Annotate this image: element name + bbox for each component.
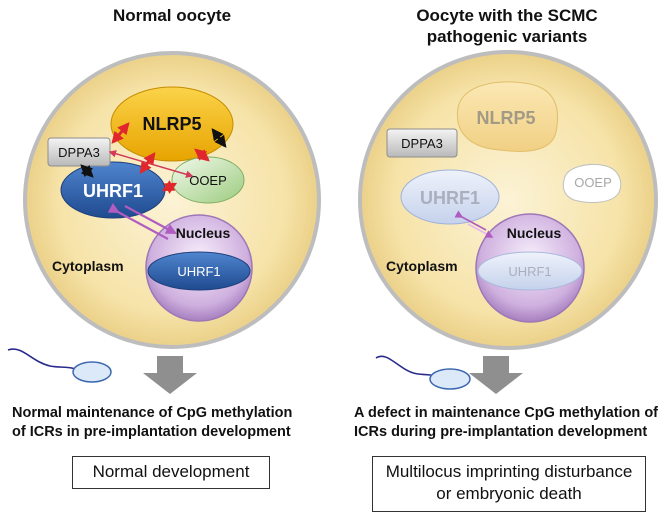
right-uhrf1: [400, 169, 500, 225]
right-ooep-label: OOEP: [574, 175, 612, 190]
left-dppa3-nlrp5-arrow: [111, 122, 130, 144]
right-title: Oocyte with the SCMC pathogenic variants: [352, 5, 662, 47]
left-conclusion-line1: Normal maintenance of CpG methylation: [12, 405, 293, 421]
right-outcome-line1: Multilocus imprinting disturbance: [385, 462, 633, 481]
left-transport-arrow-in: [107, 202, 169, 240]
left-nlrp5-ooep-arrow: [194, 148, 210, 162]
right-dppa3-label: DPPA3: [401, 136, 443, 151]
right-cytoplasm-label: Cytoplasm: [386, 258, 458, 274]
left-transport-arrow-out: [124, 205, 177, 235]
left-dppa3-label: DPPA3: [58, 145, 100, 160]
left-ooep-label: OOEP: [189, 173, 227, 188]
right-ooep: [562, 164, 622, 203]
right-outcome-line2: or embryonic death: [436, 484, 582, 503]
right-dppa3: [386, 128, 458, 158]
right-oocyte: NLRP5 DPPA3 OOEP UHRF1 UHRF1 Nucleus Cyt…: [358, 50, 658, 350]
left-uhrf1-label: UHRF1: [83, 181, 143, 201]
left-oocyte: UHRF1 Nucleus Cytoplasm NLRP5 OOEP UHRF1…: [23, 51, 321, 349]
left-conclusion-line2: of ICRs in pre-implantation development: [12, 424, 291, 440]
right-conclusion-line1: A defect in maintenance CpG methylation …: [354, 405, 659, 421]
left-cytoplasm-label: Cytoplasm: [52, 258, 124, 274]
left-nucleus-label: Nucleus: [176, 225, 231, 241]
right-sperm-icon: [375, 355, 471, 390]
right-title-line1: Oocyte with the SCMC: [416, 6, 598, 25]
right-nuclear-uhrf1-label: UHRF1: [508, 264, 551, 279]
right-down-arrow: [469, 356, 523, 394]
left-nlrp5-label: NLRP5: [142, 114, 201, 134]
right-title-line2: pathogenic variants: [426, 27, 588, 46]
right-transport-arrow-in: [454, 210, 487, 231]
left-conclusion: Normal maintenance of CpG methylation of…: [12, 404, 342, 442]
left-dppa3-uhrf1-binding-arrow: [80, 164, 94, 178]
right-nlrp5-label: NLRP5: [476, 108, 535, 128]
right-nuclear-uhrf1: [477, 251, 583, 291]
right-conclusion: A defect in maintenance CpG methylation …: [354, 404, 664, 442]
left-outcome-box: Normal development: [72, 456, 270, 489]
left-sperm-icon: [7, 348, 112, 383]
left-uhrf1-ooep-arrow: [161, 180, 178, 194]
left-nuclear-uhrf1: [147, 251, 251, 291]
right-nucleus-label: Nucleus: [507, 225, 562, 241]
left-uhrf1-nlrp5-arrow: [139, 152, 156, 174]
right-transport-arrow-out: [467, 223, 494, 238]
right-conclusion-line2: ICRs during pre-implantation development: [354, 424, 648, 440]
left-title: Normal oocyte: [112, 6, 232, 25]
left-nuclear-uhrf1-label: UHRF1: [177, 264, 220, 279]
right-nlrp5: [456, 81, 559, 152]
left-outcome-text: Normal development: [92, 462, 250, 481]
left-nlrp5-ooep-binding-arrow: [211, 128, 227, 148]
left-down-arrow: [143, 356, 197, 394]
right-uhrf1-label: UHRF1: [420, 188, 480, 208]
right-outcome-box: Multilocus imprinting disturbance or emb…: [372, 456, 646, 512]
